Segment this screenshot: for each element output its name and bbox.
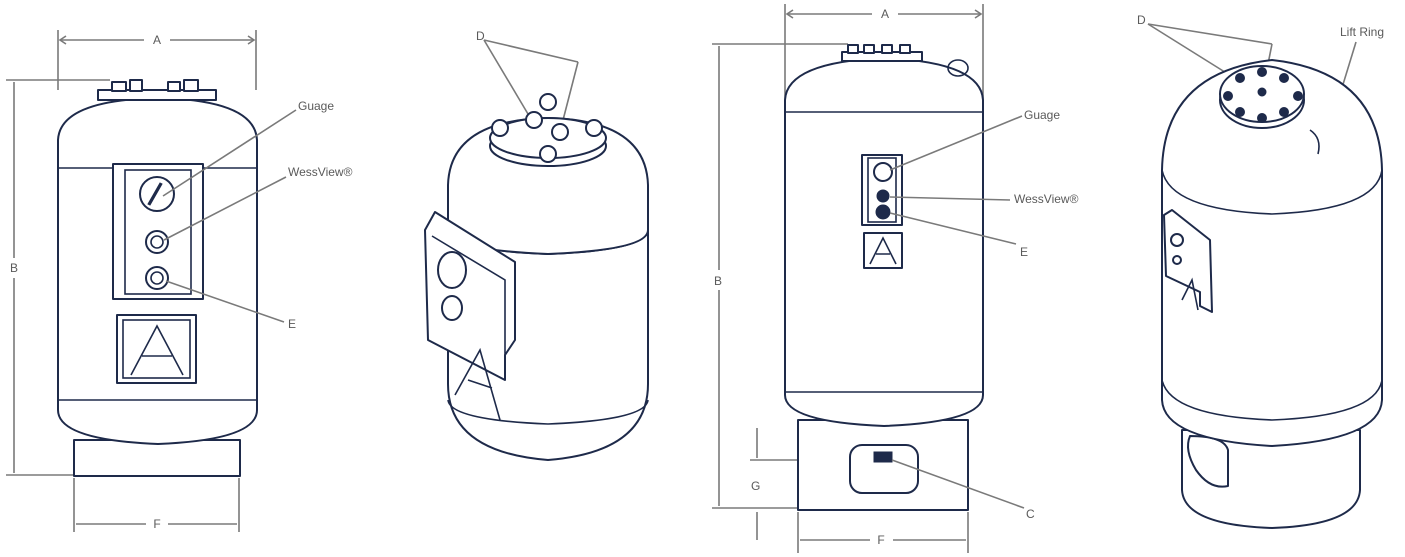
label-e-2: E: [1020, 245, 1028, 259]
dimension-f-side: F: [797, 512, 969, 553]
callout-wessview-front: WessView®: [163, 165, 353, 241]
tank-isometric: [424, 93, 649, 461]
perspective-view: D Lift Ring: [1137, 13, 1384, 529]
label-a-2: A: [881, 7, 889, 21]
front-view: A B F: [6, 30, 353, 532]
label-d: D: [476, 29, 485, 43]
label-f-2: F: [877, 533, 884, 547]
dimension-a-side: A: [784, 4, 984, 100]
dimension-b-front: B: [6, 79, 110, 476]
tank-side: [784, 44, 984, 511]
callout-e-front: E: [165, 280, 296, 331]
dimension-f-front: F: [73, 478, 240, 532]
label-d-2: D: [1137, 13, 1146, 27]
label-a: A: [153, 33, 161, 47]
side-view: A B G F: [712, 4, 1079, 553]
dimension-a-front: A: [57, 30, 257, 90]
callout-e-side: E: [889, 212, 1028, 259]
label-gauge-2: Guage: [1024, 108, 1060, 122]
label-f: F: [153, 517, 160, 531]
dimension-b-side: B: [712, 43, 848, 509]
label-c: C: [1026, 507, 1035, 521]
tank-front: [57, 79, 258, 477]
callout-wessview-side: WessView®: [889, 192, 1079, 206]
label-b: B: [10, 261, 18, 275]
label-lift-ring: Lift Ring: [1340, 25, 1384, 39]
label-wessview-2: WessView®: [1014, 192, 1079, 206]
callout-gauge-side: Guage: [889, 108, 1060, 171]
label-wessview: WessView®: [288, 165, 353, 179]
label-gauge: Guage: [298, 99, 334, 113]
isometric-view: D: [424, 29, 649, 461]
tank-perspective: [1161, 59, 1383, 529]
callout-gauge-front: Guage: [162, 99, 334, 197]
callout-c-side: C: [891, 459, 1035, 521]
label-g: G: [751, 479, 760, 493]
label-e: E: [288, 317, 296, 331]
label-b-2: B: [714, 274, 722, 288]
